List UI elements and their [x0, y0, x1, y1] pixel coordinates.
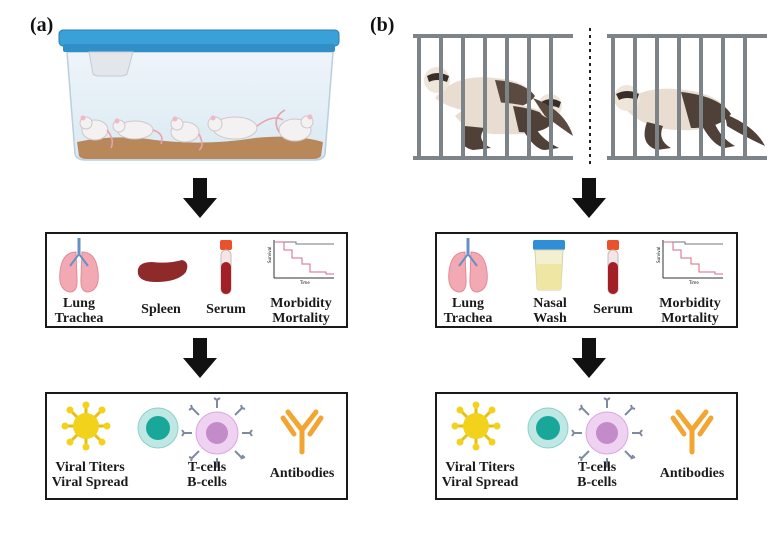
down-arrow-icon — [572, 178, 606, 218]
down-arrow-icon — [572, 338, 606, 378]
label-nasal: Nasal — [533, 296, 567, 311]
t-cell-icon — [527, 407, 569, 449]
lung-icon — [448, 238, 488, 293]
label-spleen: Spleen — [141, 302, 181, 317]
label-t-cells-b: T-cells — [577, 460, 617, 475]
label-viral-spread-b: Viral Spread — [441, 475, 519, 490]
label-antibodies-b: Antibodies — [659, 466, 725, 481]
t-cell-icon — [137, 407, 179, 449]
survival-chart-icon: Survival Time — [656, 240, 723, 285]
virus-icon — [451, 401, 501, 451]
label-morbidity-b: Morbidity — [659, 296, 721, 311]
readouts-box-a — [45, 392, 348, 500]
mini-chart-ylabel: Survival — [267, 247, 272, 263]
blood-tube-icon — [220, 240, 232, 295]
label-trachea-a: Trachea — [54, 311, 104, 326]
down-arrow-icon — [183, 338, 217, 378]
label-b-cells-b: B-cells — [577, 475, 617, 490]
spleen-icon — [137, 260, 188, 282]
label-t-cells-a: T-cells — [187, 460, 227, 475]
label-serum-b: Serum — [593, 302, 633, 317]
panel-label-b: (b) — [370, 14, 395, 36]
readouts-box-b — [435, 392, 738, 500]
label-viral-spread-a: Viral Spread — [51, 475, 129, 490]
mini-chart-xlabel: Time — [299, 280, 310, 285]
antibody-icon — [670, 409, 714, 455]
survival-chart-icon: Survival Time — [267, 240, 334, 285]
down-arrow-icon — [183, 178, 217, 218]
ferret-cage-icon — [413, 28, 767, 164]
label-trachea-b: Trachea — [443, 311, 493, 326]
b-cell-icon — [571, 397, 643, 469]
label-serum-a: Serum — [206, 302, 246, 317]
label-mortality-a: Mortality — [272, 311, 330, 326]
sample-cup-icon — [533, 240, 565, 291]
label-b-cells-a: B-cells — [187, 475, 227, 490]
label-mortality-b: Mortality — [661, 311, 719, 326]
mini-chart-ylabel: Survival — [656, 247, 661, 263]
label-viral-titers-a: Viral Titers — [55, 460, 125, 475]
label-morbidity-a: Morbidity — [270, 296, 332, 311]
label-lung-b: Lung — [452, 296, 484, 311]
lung-icon — [59, 238, 99, 293]
label-lung-a: Lung — [63, 296, 95, 311]
b-cell-icon — [181, 397, 253, 469]
label-wash: Wash — [533, 311, 567, 326]
label-antibodies-a: Antibodies — [269, 466, 335, 481]
antibody-icon — [280, 409, 324, 455]
mini-chart-xlabel: Time — [688, 280, 699, 285]
mouse-cage-icon — [58, 29, 340, 161]
virus-icon — [61, 401, 111, 451]
panel-label-a: (a) — [30, 14, 54, 36]
label-viral-titers-b: Viral Titers — [445, 460, 515, 475]
blood-tube-icon — [607, 240, 619, 295]
